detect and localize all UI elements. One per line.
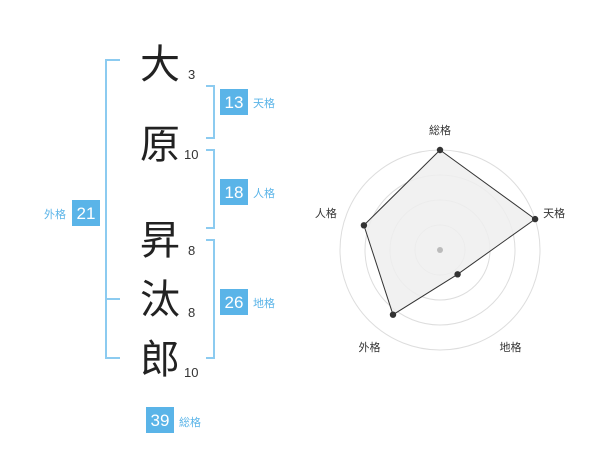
gaikaku-bracket bbox=[105, 59, 120, 359]
radar-points bbox=[360, 146, 539, 318]
tenkaku-label: 天格 bbox=[253, 96, 275, 110]
chikaku-badge: 26 地格 bbox=[220, 289, 275, 315]
soukaku-badge: 39 総格 bbox=[146, 407, 201, 433]
soukaku-label: 総格 bbox=[179, 415, 201, 429]
char-2-strokes: 10 bbox=[184, 147, 198, 162]
soukaku-badge-box bbox=[146, 407, 174, 433]
chikaku-value: 26 bbox=[225, 293, 244, 312]
tenkaku-bracket bbox=[206, 85, 215, 139]
radar-axis-label-0: 総格 bbox=[429, 123, 451, 137]
tenkaku-badge: 13 天格 bbox=[220, 89, 275, 115]
char-5: 郎 bbox=[140, 337, 180, 383]
gaikaku-label: 外格 bbox=[44, 207, 66, 221]
jinkaku-value: 18 bbox=[225, 183, 244, 202]
jinkaku-label: 人格 bbox=[253, 186, 275, 200]
chikaku-bracket bbox=[206, 239, 215, 359]
radar-point-2 bbox=[454, 271, 461, 278]
radar-axis-label-3: 外格 bbox=[359, 340, 381, 354]
char-1-strokes: 3 bbox=[188, 67, 195, 82]
soukaku-value: 39 bbox=[151, 411, 170, 430]
char-4: 汰 bbox=[140, 277, 180, 323]
gaikaku-badge-box bbox=[72, 200, 100, 226]
jinkaku-bracket bbox=[206, 149, 215, 229]
radar-axis-label-2: 地格 bbox=[500, 340, 522, 354]
jinkaku-badge-box bbox=[220, 179, 248, 205]
char-5-strokes: 10 bbox=[184, 365, 198, 380]
char-1: 大 bbox=[140, 42, 180, 88]
gaikaku-badge: 21 外格 bbox=[44, 200, 100, 226]
brackets bbox=[105, 59, 215, 359]
jinkaku-badge: 18 人格 bbox=[220, 179, 275, 205]
chikaku-label: 地格 bbox=[253, 296, 275, 310]
char-4-strokes: 8 bbox=[188, 305, 195, 320]
radar-axis-label-1: 天格 bbox=[543, 206, 565, 220]
radar-axis-label-4: 人格 bbox=[315, 206, 337, 220]
radar-point-4 bbox=[360, 222, 368, 229]
radar-series-polygon bbox=[363, 149, 536, 316]
char-3: 昇 bbox=[140, 218, 180, 264]
char-3-strokes: 8 bbox=[188, 243, 195, 258]
chikaku-badge-box bbox=[220, 289, 248, 315]
gaikaku-value: 21 bbox=[77, 204, 96, 223]
tenkaku-value: 13 bbox=[225, 93, 244, 112]
tenkaku-badge-box bbox=[220, 89, 248, 115]
radar-point-3 bbox=[389, 311, 397, 318]
radar-center-dot bbox=[437, 247, 443, 253]
radar-point-0 bbox=[436, 146, 444, 154]
radar-point-1 bbox=[531, 215, 539, 223]
char-2: 原 bbox=[140, 122, 180, 168]
